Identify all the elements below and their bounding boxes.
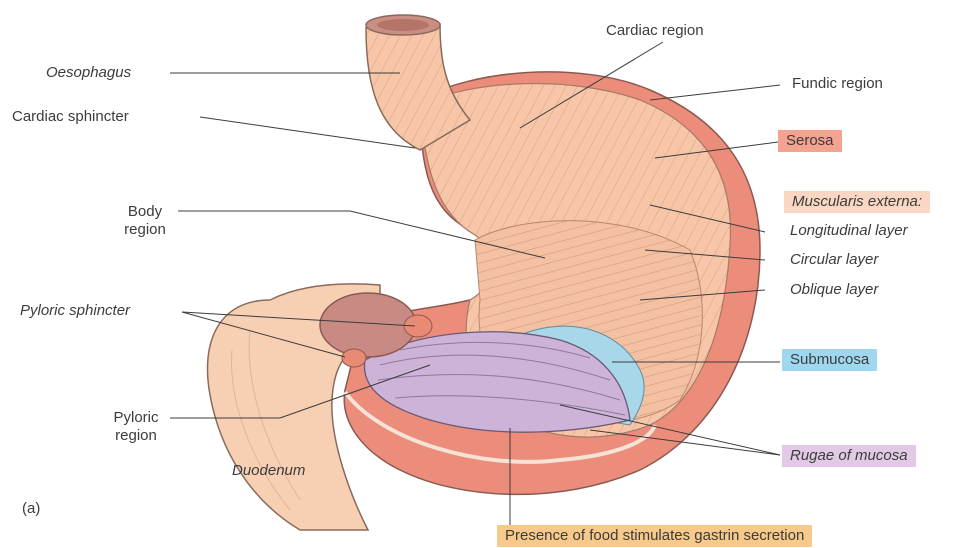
label-rugae-of-mucosa: Rugae of mucosa [782, 445, 916, 467]
label-circular-layer: Circular layer [790, 251, 878, 269]
label-submucosa: Submucosa [782, 349, 877, 371]
label-cardiac-sphincter: Cardiac sphincter [12, 108, 129, 126]
label-fundic-region: Fundic region [792, 75, 883, 93]
label-cardiac-region: Cardiac region [606, 22, 704, 40]
label-pyloric-region-line1: Pyloric [100, 409, 172, 427]
label-oblique-layer: Oblique layer [790, 281, 878, 299]
label-longitudinal-layer: Longitudinal layer [790, 222, 908, 240]
label-serosa: Serosa [778, 130, 842, 152]
label-duodenum: Duodenum [232, 462, 305, 480]
label-oesophagus: Oesophagus [46, 64, 131, 82]
label-muscularis-externa: Muscularis externa: [784, 191, 930, 213]
oesophagus-tube [366, 15, 470, 150]
label-body-region-line1: Body [110, 203, 180, 221]
label-body-region-line2: region [110, 221, 180, 239]
label-body-region: Body region [110, 203, 180, 239]
label-pyloric-sphincter: Pyloric sphincter [20, 302, 130, 320]
label-pyloric-region-line2: region [100, 427, 172, 445]
figure-label: (a) [22, 500, 40, 518]
label-gastrin-note: Presence of food stimulates gastrin secr… [497, 525, 812, 547]
label-pyloric-region: Pyloric region [100, 409, 172, 445]
